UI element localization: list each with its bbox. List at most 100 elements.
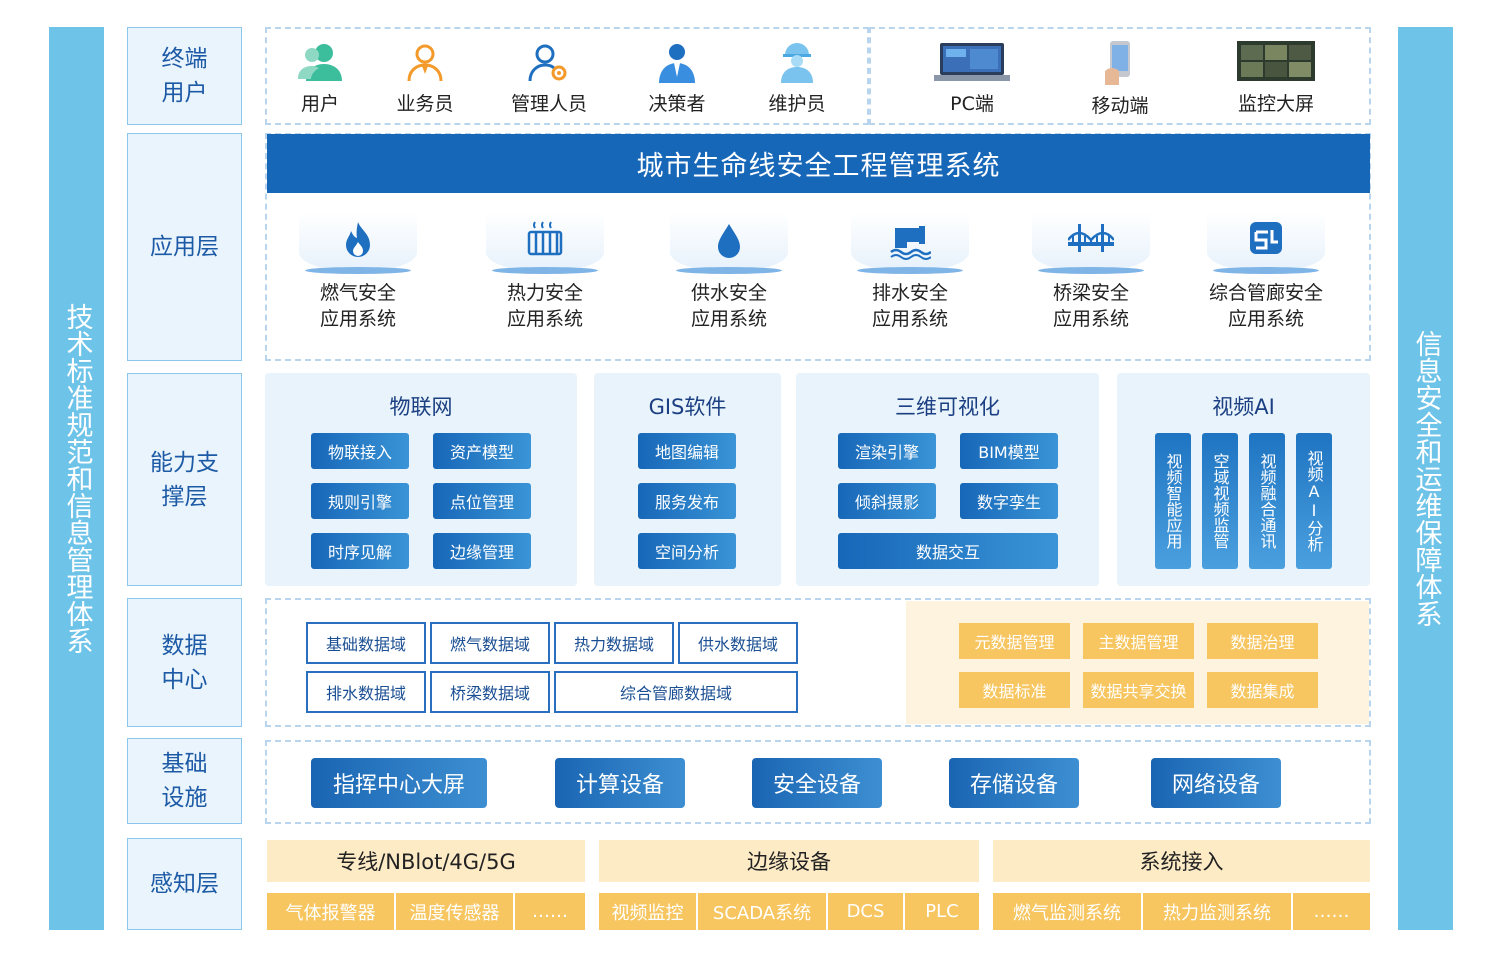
video-ai-title: 视频AI — [1212, 395, 1275, 419]
data-center-box — [265, 598, 1371, 727]
perception-edge-title: 边缘设备 — [599, 840, 979, 882]
iot-title: 物联网 — [389, 395, 453, 419]
decision-maker-item: 决策者 — [617, 43, 737, 116]
video-monitor-cell[interactable]: 视频监控 — [599, 893, 698, 930]
asset-model-chip[interactable]: 资产模型 — [433, 433, 531, 469]
plc-cell[interactable]: PLC — [905, 893, 979, 930]
edge-management-chip[interactable]: 边缘管理 — [433, 533, 531, 569]
right-side-bar-label: 信息安全和运维保障体系 — [1410, 330, 1442, 627]
layer-data-center: 数据中心 — [127, 598, 242, 727]
metadata-management-chip[interactable]: 元数据管理 — [959, 623, 1070, 659]
heat-monitor-system-cell[interactable]: 热力监测系统 — [1143, 893, 1293, 930]
temp-sensor-cell[interactable]: 温度传感器 — [396, 893, 515, 930]
oblique-photo-chip[interactable]: 倾斜摄影 — [838, 483, 936, 519]
data-governance-chip[interactable]: 数据治理 — [1207, 623, 1318, 659]
master-data-chip[interactable]: 主数据管理 — [1083, 623, 1194, 659]
app-drainage-line1: 排水安全 — [871, 282, 948, 304]
network-device-button[interactable]: 网络设备 — [1151, 758, 1281, 808]
monitor-wall-item: 监控大屏 — [1216, 41, 1336, 116]
terminal-users-box — [265, 27, 869, 125]
airspace-video-chip[interactable]: 空域视频监管 — [1202, 433, 1238, 569]
perception-system-row: 燃气监测系统 热力监测系统 …… — [993, 893, 1370, 930]
command-screen-button[interactable]: 指挥中心大屏 — [311, 758, 487, 808]
clerk-label: 业务员 — [396, 93, 454, 115]
app-heat[interactable]: 热力安全 应用系统 — [470, 212, 620, 332]
layer-capability-label: 能力支撑层 — [150, 449, 219, 510]
gas-monitor-system-cell[interactable]: 燃气监测系统 — [993, 893, 1143, 930]
video-fusion-chip[interactable]: 视频融合通讯 — [1249, 433, 1285, 569]
iot-access-chip[interactable]: 物联接入 — [311, 433, 409, 469]
network-more-cell[interactable]: …… — [515, 893, 585, 930]
app-bridge-line2: 应用系统 — [1052, 308, 1129, 330]
decision-maker-label: 决策者 — [648, 93, 706, 115]
computing-device-button[interactable]: 计算设备 — [555, 758, 685, 808]
spatial-analysis-chip[interactable]: 空间分析 — [638, 533, 736, 569]
video-ai-analysis-chip[interactable]: 视频AI分析 — [1296, 433, 1332, 569]
domain-basic[interactable]: 基础数据域 — [306, 622, 426, 664]
system-more-cell[interactable]: …… — [1293, 893, 1370, 930]
layer-application-label: 应用层 — [150, 234, 219, 260]
layer-perception: 感知层 — [127, 838, 242, 930]
domain-water[interactable]: 供水数据域 — [678, 622, 798, 664]
domain-drainage[interactable]: 排水数据域 — [306, 671, 426, 713]
data-sharing-chip[interactable]: 数据共享交换 — [1083, 672, 1194, 708]
user-label: 用户 — [300, 93, 339, 115]
manager-label: 管理人员 — [510, 93, 587, 115]
manager-icon — [528, 44, 567, 82]
perception-system-title: 系统接入 — [993, 840, 1370, 882]
data-interaction-chip[interactable]: 数据交互 — [838, 533, 1058, 569]
layer-data-center-label: 数据中心 — [161, 632, 208, 693]
clerk-icon — [407, 44, 443, 82]
security-device-button[interactable]: 安全设备 — [752, 758, 882, 808]
map-editing-chip[interactable]: 地图编辑 — [638, 433, 736, 469]
app-water[interactable]: 供水安全 应用系统 — [654, 212, 804, 332]
gas-alarm-cell[interactable]: 气体报警器 — [267, 893, 396, 930]
utility-tunnel-icon — [1250, 222, 1282, 254]
app-drainage[interactable]: 排水安全 应用系统 — [835, 212, 985, 332]
video-smart-app-chip[interactable]: 视频智能应用 — [1155, 433, 1191, 569]
monitor-wall-label: 监控大屏 — [1237, 93, 1314, 115]
maintainer-icon — [781, 43, 813, 83]
layer-infrastructure-label: 基础设施 — [161, 751, 208, 811]
dcs-cell[interactable]: DCS — [828, 893, 905, 930]
app-gas[interactable]: 燃气安全 应用系统 — [283, 212, 433, 332]
pc-label: PC端 — [950, 93, 994, 115]
storage-device-button[interactable]: 存储设备 — [949, 758, 1079, 808]
left-side-bar-label: 技术标准规范和信息管理体系 — [61, 303, 93, 654]
user-icon — [298, 44, 342, 81]
monitor-wall-icon — [1237, 41, 1315, 81]
maintainer-item: 维护员 — [737, 43, 857, 116]
domain-bridge[interactable]: 桥梁数据域 — [430, 671, 550, 713]
app-drainage-line2: 应用系统 — [871, 308, 948, 330]
rule-engine-chip[interactable]: 规则引擎 — [311, 483, 409, 519]
app-tunnel-line1: 综合管廊安全 — [1208, 282, 1323, 304]
right-side-bar: 信息安全和运维保障体系 — [1398, 27, 1453, 930]
render-engine-chip[interactable]: 渲染引擎 — [838, 433, 936, 469]
domain-gas[interactable]: 燃气数据域 — [430, 622, 550, 664]
app-gas-line1: 燃气安全 — [319, 282, 396, 304]
pc-icon — [934, 43, 1010, 81]
digital-twin-chip[interactable]: 数字孪生 — [960, 483, 1058, 519]
perception-network-row: 气体报警器 温度传感器 …… — [267, 893, 585, 930]
manager-item: 管理人员 — [489, 43, 609, 116]
service-publish-chip[interactable]: 服务发布 — [638, 483, 736, 519]
layer-capability: 能力支撑层 — [127, 373, 242, 586]
app-bridge[interactable]: 桥梁安全 应用系统 — [1016, 212, 1166, 332]
domain-heat[interactable]: 热力数据域 — [554, 622, 674, 664]
layer-application: 应用层 — [127, 133, 242, 361]
left-side-bar: 技术标准规范和信息管理体系 — [49, 27, 104, 930]
time-series-chip[interactable]: 时序见解 — [311, 533, 409, 569]
perception-edge-row: 视频监控 SCADA系统 DCS PLC — [599, 893, 979, 930]
layer-perception-label: 感知层 — [150, 871, 219, 897]
bridge-icon — [1068, 224, 1114, 252]
layer-infrastructure: 基础设施 — [127, 738, 242, 824]
domain-tunnel[interactable]: 综合管廊数据域 — [554, 671, 798, 713]
radiator-icon — [527, 221, 563, 256]
drain-pipe-icon — [890, 226, 931, 260]
data-integration-chip[interactable]: 数据集成 — [1207, 672, 1318, 708]
scada-cell[interactable]: SCADA系统 — [698, 893, 828, 930]
point-management-chip[interactable]: 点位管理 — [433, 483, 531, 519]
app-tunnel[interactable]: 综合管廊安全 应用系统 — [1191, 212, 1341, 332]
data-standard-chip[interactable]: 数据标准 — [959, 672, 1070, 708]
bim-model-chip[interactable]: BIM模型 — [960, 433, 1058, 469]
